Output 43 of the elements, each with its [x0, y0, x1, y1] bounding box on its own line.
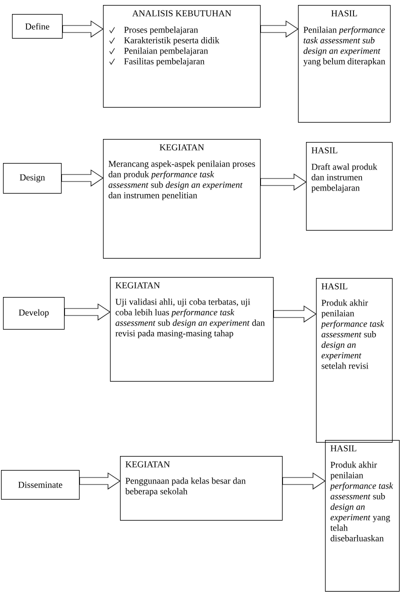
box-heading: KEGIATAN	[160, 144, 204, 150]
box-text: Merancang aspek-aspek penilaian proses dan produk performance task assessment sub design an experiment dan instrumen penelitian	[108, 160, 255, 200]
block-arrow	[273, 305, 317, 323]
stage-box	[3, 297, 65, 330]
list-item: Penilaian pembelajaran	[124, 48, 208, 56]
process-box	[103, 139, 261, 259]
stage-label: Define	[25, 23, 50, 30]
block-arrow	[64, 303, 111, 321]
box-heading: HASIL	[322, 283, 348, 290]
stage-label: Disseminate	[18, 482, 62, 488]
result-box	[298, 5, 391, 123]
process-box	[110, 277, 274, 382]
block-arrow	[260, 173, 307, 191]
stage-box	[12, 14, 63, 39]
list-item: Fasilitas pembelajaran	[124, 58, 204, 66]
list-item: Karakteristik peserta didik	[124, 37, 220, 46]
box-text: Produk akhir penilaian performance task assessment sub design an experiment setelah revisi	[320, 300, 384, 369]
process-box	[103, 5, 261, 108]
box-text: Produk akhir penilaian performance task assessment sub design an experiment yang telah disebarluaskan	[330, 462, 394, 542]
result-box	[316, 278, 393, 443]
block-arrow	[61, 169, 104, 187]
stage-box	[1, 470, 80, 500]
box-text: Draft awal produk dan instrumen pembelajaran	[311, 163, 378, 193]
list-item: Proses pembelajaran	[124, 26, 198, 35]
stage-box	[3, 163, 62, 194]
box-heading: HASIL	[312, 147, 338, 154]
process-box	[120, 456, 283, 521]
result-box	[325, 440, 400, 592]
box-text: Penggunaan pada kelas besar dan beberapa sekolah	[125, 478, 246, 496]
box-heading: KEGIATAN	[126, 461, 170, 468]
box-heading: HASIL	[331, 10, 357, 16]
block-arrow	[260, 20, 299, 38]
block-arrow	[282, 472, 326, 490]
stage-label: Design	[20, 174, 45, 182]
box-text: Uji validasi ahli, uji coba terbatas, uji coba lebih luas performance task assessment sub design an experiment dan revisi pada masing-masing tahap	[115, 298, 265, 338]
block-arrow	[79, 472, 121, 490]
box-text: Penilaian performance task assessment sub design an experiment yang belum diterapkan	[303, 26, 386, 66]
box-heading: ANALISIS KEBUTUHAN	[132, 10, 232, 16]
block-arrow	[62, 20, 104, 38]
box-heading: HASIL	[330, 445, 356, 452]
stage-label: Develop	[18, 309, 49, 318]
box-heading: KEGIATAN	[116, 282, 160, 288]
result-box	[306, 142, 393, 231]
